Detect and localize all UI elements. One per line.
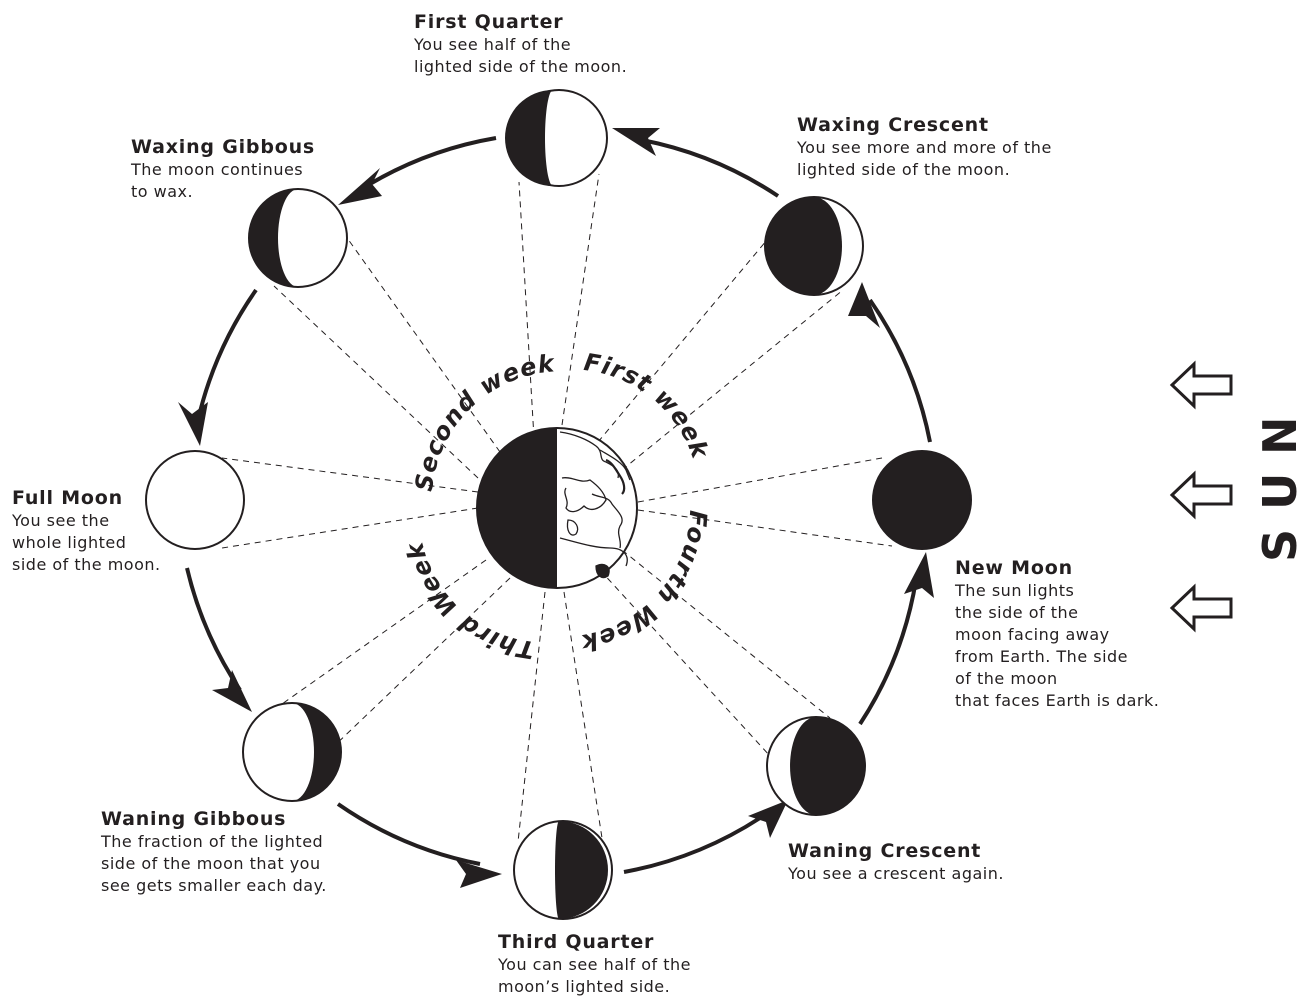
phase-title: Third Quarter: [498, 930, 691, 954]
moon-new-moon: [873, 451, 971, 549]
orbit-arc: [642, 140, 778, 196]
phase-title: First Quarter: [414, 10, 627, 34]
orbit-arc: [870, 300, 930, 442]
orbit-arc: [860, 580, 916, 724]
sun-letter: S: [1253, 529, 1307, 562]
phase-description: You can see half of the moon’s lighted s…: [498, 954, 691, 998]
sunlight-arrows: [1172, 364, 1231, 629]
moon-first-quarter: [505, 90, 607, 186]
orbit-arrowhead: [904, 552, 934, 598]
label-waning-crescent: Waning Crescent You see a crescent again…: [788, 839, 1004, 885]
moon-waxing-gibbous: [249, 189, 347, 287]
phase-title: Waning Gibbous: [101, 807, 327, 831]
phase-description: The sun lights the side of the moon faci…: [955, 580, 1159, 712]
sight-line-new-moon: [638, 458, 882, 502]
label-waning-gibbous: Waning Gibbous The fraction of the light…: [101, 807, 327, 897]
moon-waning-gibbous: [243, 703, 341, 801]
sight-line-first-quarter: [519, 182, 534, 438]
label-third-quarter: Third Quarter You can see half of the mo…: [498, 930, 691, 998]
sight-line-new-moon: [638, 510, 892, 546]
sun-letter: U: [1253, 473, 1307, 510]
sun-label: S U N: [1253, 417, 1307, 563]
phase-title: Waning Crescent: [788, 839, 1004, 863]
moon-full-moon: [146, 451, 244, 549]
sight-line-full-moon: [222, 508, 478, 548]
sight-line-waxing-gibbous: [330, 214, 500, 452]
orbit-arrowhead: [338, 168, 382, 205]
label-full-moon: Full Moon You see the whole lighted side…: [12, 486, 161, 576]
phase-description: You see more and more of the lighted sid…: [797, 137, 1052, 181]
sunlight-arrow-icon: [1172, 474, 1231, 516]
label-waxing-crescent: Waxing Crescent You see more and more of…: [797, 113, 1052, 181]
earth: [477, 428, 637, 588]
sight-line-first-quarter: [562, 174, 599, 425]
sight-line-waning-gibbous: [330, 578, 510, 750]
phase-description: You see half of the lighted side of the …: [414, 34, 627, 78]
sight-line-waxing-crescent: [622, 290, 843, 470]
label-first-quarter: First Quarter You see half of the lighte…: [414, 10, 627, 78]
moon-third-quarter: [514, 821, 612, 919]
orbit-arc: [360, 138, 496, 190]
orbit-arc: [198, 290, 256, 420]
moon-waxing-crescent: [765, 197, 863, 295]
orbit-arc: [338, 804, 480, 864]
sight-line-waning-crescent: [600, 570, 770, 756]
phase-title: New Moon: [955, 556, 1159, 580]
sight-line-waning-crescent: [622, 550, 830, 718]
phase-description: You see a crescent again.: [788, 863, 1004, 885]
sight-line-waning-gibbous: [265, 560, 486, 716]
phase-title: Waxing Gibbous: [131, 135, 315, 159]
phase-description: The fraction of the lighted side of the …: [101, 831, 327, 897]
orbit-arrowhead: [748, 800, 788, 838]
sight-line-third-quarter: [518, 592, 545, 842]
label-new-moon: New Moon The sun lights the side of the …: [955, 556, 1159, 712]
phase-title: Waxing Crescent: [797, 113, 1052, 137]
label-waxing-gibbous: Waxing Gibbous The moon continues to wax…: [131, 135, 315, 203]
phase-description: The moon continues to wax.: [131, 159, 315, 203]
orbit-arc: [624, 818, 760, 872]
orbit-arrowhead: [212, 670, 252, 712]
orbit-arrowhead: [178, 402, 208, 446]
phase-description: You see the whole lighted side of the mo…: [12, 510, 161, 576]
sunlight-arrow-icon: [1172, 587, 1231, 629]
moon-waning-crescent: [767, 717, 865, 815]
phase-title: Full Moon: [12, 486, 161, 510]
sunlight-arrow-icon: [1172, 364, 1231, 406]
sun-letter: N: [1253, 417, 1307, 456]
